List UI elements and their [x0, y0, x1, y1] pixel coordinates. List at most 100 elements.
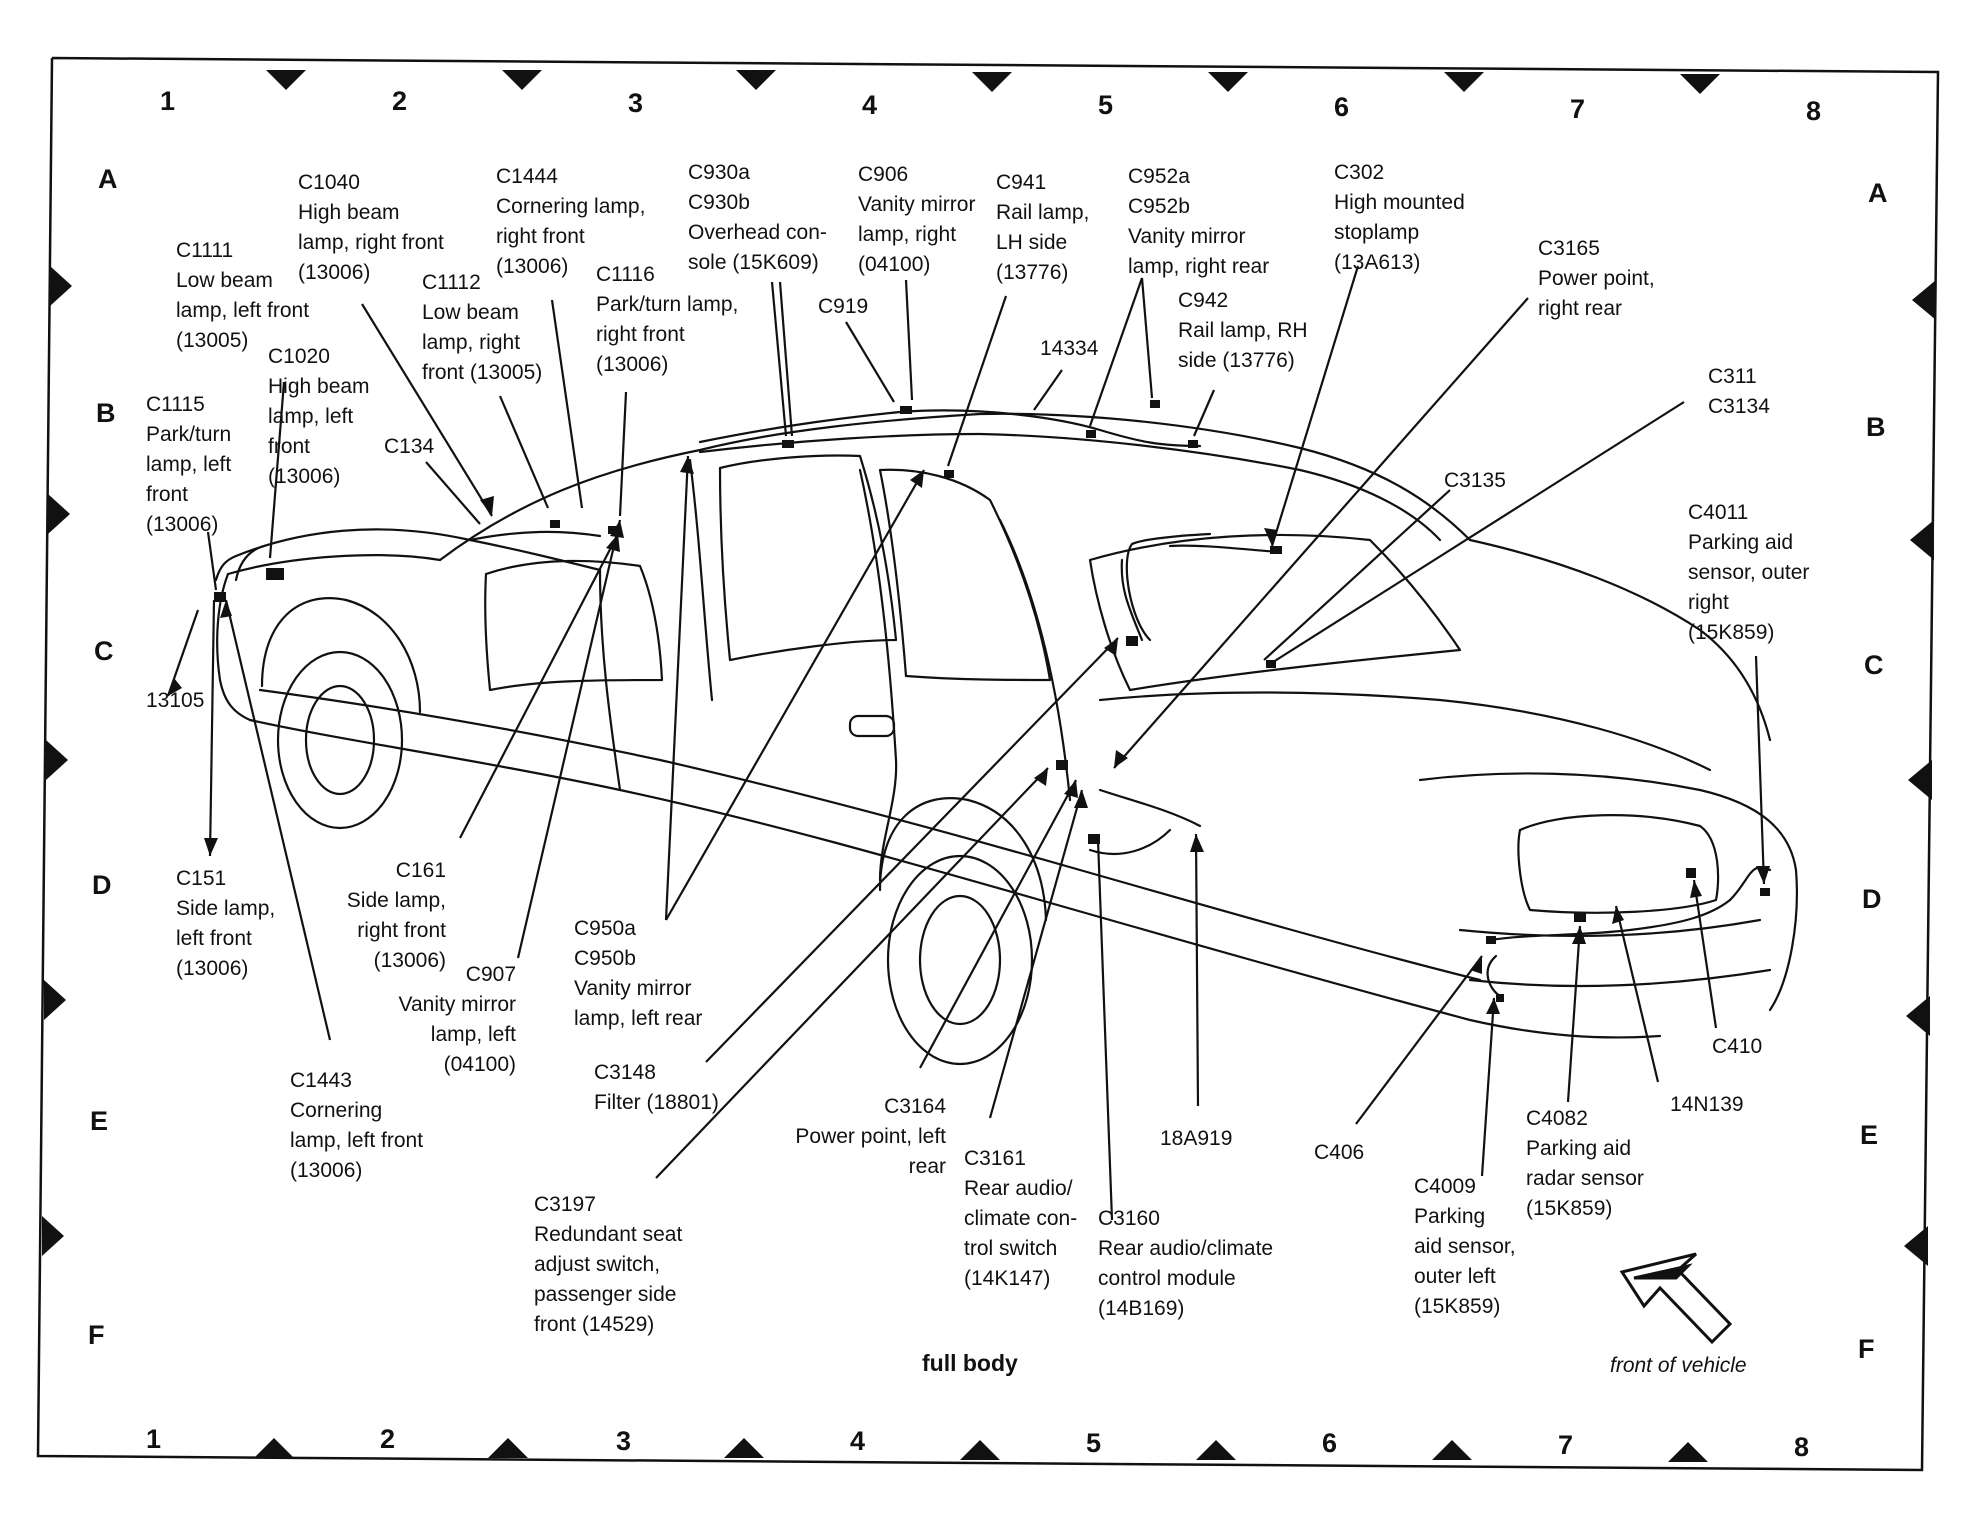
callout-line: right	[1688, 591, 1729, 614]
callout-line: High beam	[268, 375, 370, 398]
callout-line: C930b	[688, 191, 750, 214]
callout-c3197: C3197 Redundant seat adjust switch, pass…	[534, 1190, 682, 1340]
callout-line: trol switch	[964, 1237, 1058, 1260]
callout-line: sole (15K609)	[688, 251, 819, 274]
callout-line: (13006)	[596, 353, 669, 376]
callout-line: Power point,	[1538, 267, 1655, 290]
callout-line: Cornering	[290, 1099, 383, 1122]
zone-markers-right	[1904, 280, 1936, 1266]
callout-c942: C942 Rail lamp, RH side (13776)	[1178, 286, 1308, 376]
callout-line: right front	[357, 919, 446, 942]
callout-c3165: C3165 Power point, right rear	[1538, 234, 1655, 324]
callout-line: right front	[496, 225, 585, 248]
callout-line: rear	[908, 1155, 946, 1178]
grid-column-label: 4	[862, 90, 878, 120]
callout-line: C1115	[146, 393, 205, 416]
callout-line: front (13005)	[422, 361, 543, 384]
callout-line: C907	[465, 963, 516, 986]
callout-line: (13006)	[496, 255, 569, 278]
callout-line: (15K859)	[1526, 1197, 1613, 1220]
callout-c941: C941 Rail lamp, LH side (13776)	[996, 168, 1089, 288]
grid-row-label: E	[90, 1106, 109, 1136]
callout-line: C410	[1712, 1035, 1763, 1058]
grid-column-label: 6	[1322, 1428, 1338, 1458]
grid-row-label: F	[1858, 1334, 1875, 1364]
callout-line: C919	[818, 295, 869, 318]
callout-line: Vanity mirror	[858, 193, 976, 216]
callout-c3135: C3135	[1444, 466, 1506, 496]
callout-line: lamp, right rear	[1128, 255, 1270, 278]
front-of-vehicle-label: front of vehicle	[1610, 1354, 1747, 1377]
callout-line: Side lamp,	[176, 897, 276, 920]
callout-line: Redundant seat	[534, 1223, 683, 1246]
callout-line: Filter (18801)	[594, 1091, 719, 1114]
callout-line: Rear audio/	[964, 1177, 1073, 1200]
callout-c3161: C3161 Rear audio/ climate con- trol swit…	[964, 1144, 1077, 1294]
callout-c1116: C1116 Park/turn lamp, right front (13006…	[596, 260, 738, 380]
grid-column-label: 8	[1806, 96, 1822, 126]
callout-line: LH side	[996, 231, 1068, 254]
callout-line: C950b	[574, 947, 636, 970]
callout-c134: C134	[384, 432, 434, 462]
callout-line: C930a	[688, 161, 750, 184]
callout-c907: C907 Vanity mirror lamp, left (04100)	[399, 960, 516, 1080]
callout-line: lamp, right front	[298, 231, 444, 254]
callout-14334: 14334	[1040, 334, 1098, 364]
callout-line: Low beam	[176, 269, 273, 292]
callout-18a919: 18A919	[1160, 1124, 1232, 1154]
callout-line: C1040	[298, 171, 360, 194]
callout-line: (13006)	[176, 957, 249, 980]
callout-line: C1116	[596, 263, 655, 286]
callout-line: C1020	[268, 345, 330, 368]
callout-line: (14B169)	[1098, 1297, 1185, 1320]
callout-line: (13006)	[268, 465, 341, 488]
callout-line: (04100)	[443, 1053, 516, 1076]
callout-line: control module	[1098, 1267, 1236, 1290]
callout-line: (15K859)	[1414, 1295, 1501, 1318]
callout-line: 14334	[1040, 337, 1099, 360]
grid-row-label: C	[1864, 650, 1884, 680]
grid-row-label: B	[96, 398, 116, 428]
callout-line: C311	[1708, 365, 1757, 388]
callout-line: C3148	[594, 1061, 656, 1084]
callout-line: lamp, left front	[290, 1129, 424, 1152]
callout-line: Vanity mirror	[1128, 225, 1246, 248]
callout-line: (13006)	[298, 261, 371, 284]
callout-line: (13005)	[176, 329, 249, 352]
callout-line: C151	[176, 867, 227, 890]
callout-line: Cornering lamp,	[496, 195, 646, 218]
callout-line: right front	[596, 323, 685, 346]
grid-frame	[36, 56, 1940, 1472]
callout-line: Rear audio/climate	[1098, 1237, 1274, 1260]
callout-line: Rail lamp, RH	[1178, 319, 1308, 342]
callout-c950: C950a C950b Vanity mirror lamp, left rea…	[574, 914, 702, 1034]
grid-column-label: 3	[616, 1426, 632, 1456]
callout-line: High beam	[298, 201, 400, 224]
callout-line: C3164	[884, 1095, 946, 1118]
callout-line: (13006)	[373, 949, 446, 972]
callout-line: 14N139	[1670, 1093, 1744, 1116]
callout-line: C906	[858, 163, 909, 186]
callout-line: outer left	[1414, 1265, 1496, 1288]
callout-line: right rear	[1538, 297, 1623, 320]
callout-line: adjust switch,	[534, 1253, 661, 1276]
callout-line: sensor, outer	[1688, 561, 1810, 584]
callout-13105: 13105	[146, 686, 204, 716]
grid-column-label: 1	[146, 1424, 162, 1454]
callout-line: stoplamp	[1334, 221, 1420, 244]
grid-column-label: 6	[1334, 92, 1350, 122]
callout-c161: C161 Side lamp, right front (13006)	[347, 856, 446, 976]
callout-line: C161	[395, 859, 446, 882]
callout-line: C302	[1334, 161, 1385, 184]
callout-c406: C406	[1314, 1138, 1364, 1168]
callout-c952: C952a C952b Vanity mirror lamp, right re…	[1128, 162, 1269, 282]
grid-column-label: 3	[628, 88, 644, 118]
callout-line: (15K859)	[1688, 621, 1775, 644]
callout-c919: C919	[818, 292, 868, 322]
callout-line: High mounted	[1334, 191, 1465, 214]
callout-line: 13105	[146, 689, 205, 712]
callout-line: radar sensor	[1526, 1167, 1644, 1190]
callout-line: lamp, right	[422, 331, 521, 354]
callout-line: C3135	[1444, 469, 1506, 492]
